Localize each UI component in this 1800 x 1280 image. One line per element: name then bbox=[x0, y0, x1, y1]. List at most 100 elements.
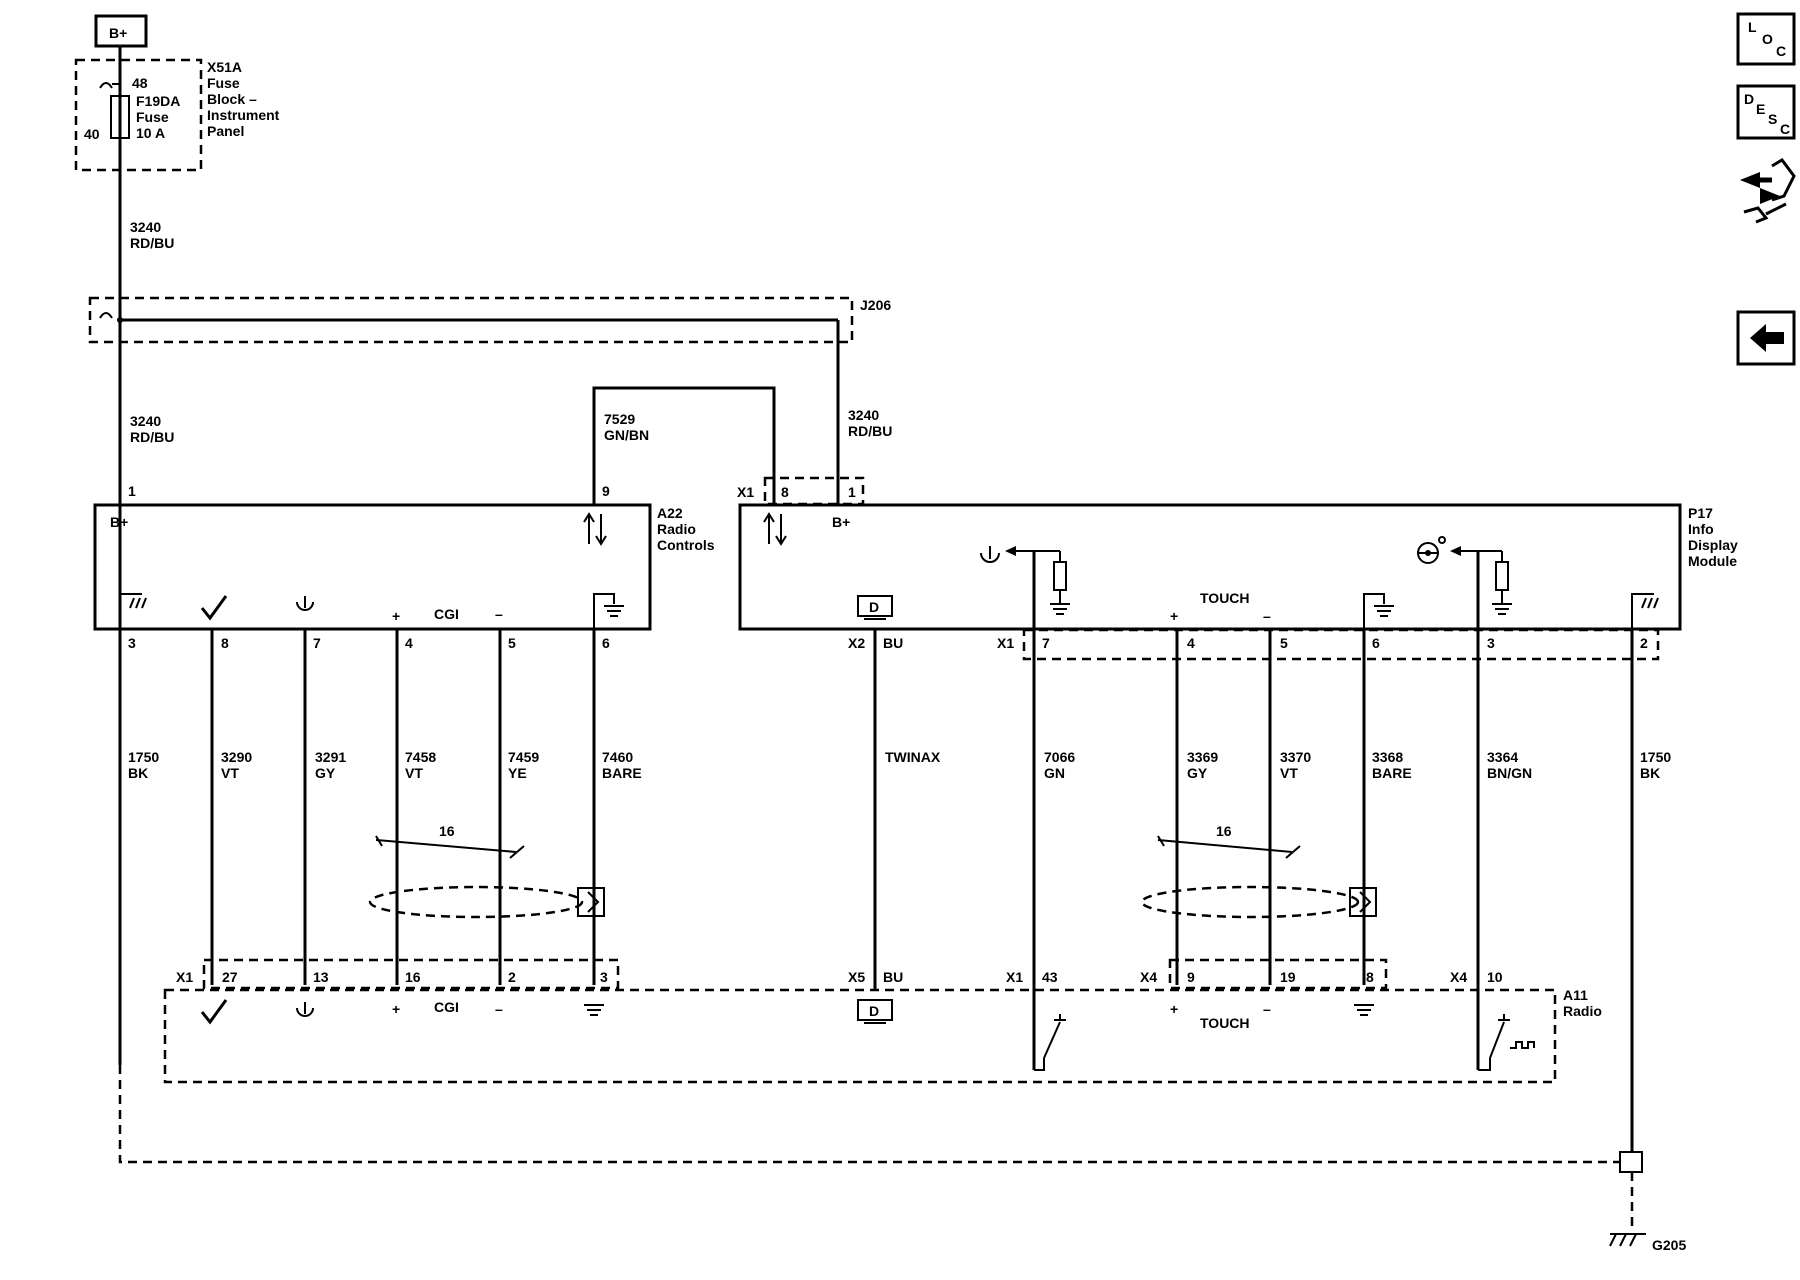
a11-pin-3: 3 bbox=[600, 969, 608, 985]
module-a11: X1 27 13 16 2 3 X5 BU X1 43 X4 9 19 8 X4… bbox=[163, 958, 1602, 1084]
a11-pin-9: 9 bbox=[1187, 969, 1195, 985]
p17-ground-icon-2 bbox=[1492, 603, 1512, 615]
wire-top-3-circuit: 7529 bbox=[604, 411, 635, 427]
p17-pin-7: 7 bbox=[1042, 635, 1050, 651]
p17-connector-x1: X1 bbox=[997, 635, 1014, 651]
power-label: B+ bbox=[109, 25, 127, 41]
a22-pin-bplus: 1 bbox=[128, 483, 136, 499]
fuse-word: Fuse bbox=[136, 109, 169, 125]
twist-right-label: 16 bbox=[1216, 823, 1232, 839]
a11-pin-13: 13 bbox=[313, 969, 329, 985]
a22-chassis-ground-icon bbox=[119, 593, 147, 629]
ground-circuit: G205 bbox=[118, 1065, 1686, 1253]
back-arrow-icon bbox=[1750, 324, 1784, 352]
p17-pin-3: 3 bbox=[1487, 635, 1495, 651]
loc-button[interactable]: L O C bbox=[1736, 12, 1796, 66]
a11-switch-icon-2 bbox=[1478, 1014, 1535, 1071]
a11-pin-2: 2 bbox=[508, 969, 516, 985]
wire-1-circuit: 1750 bbox=[128, 749, 159, 765]
fuse-block-name-1: Fuse bbox=[207, 75, 240, 91]
a22-pin-7: 7 bbox=[313, 635, 321, 651]
a11-display-icon: D bbox=[857, 999, 893, 1024]
a22-bplus-label: B+ bbox=[110, 514, 128, 530]
a22-power-icon bbox=[296, 596, 314, 611]
a22-ref: A22 bbox=[657, 505, 683, 521]
fuse-rating: 10 A bbox=[136, 125, 165, 141]
fuse-pin-out: 40 bbox=[84, 126, 100, 142]
p17-pin-2: 2 bbox=[1640, 635, 1648, 651]
p17-plus-sign: + bbox=[1170, 608, 1178, 624]
wire-13-color: BK bbox=[1640, 765, 1660, 781]
loc-letter-c: C bbox=[1776, 43, 1786, 59]
a22-name-2: Controls bbox=[657, 537, 715, 553]
wire-2-color: VT bbox=[221, 765, 239, 781]
a11-x5: X5 bbox=[848, 969, 865, 985]
splice-j206: J206 bbox=[88, 296, 891, 505]
desc-letter-d: D bbox=[1744, 91, 1754, 107]
svg-text:D: D bbox=[869, 1003, 879, 1019]
twisted-pair-right: 16 bbox=[1140, 823, 1377, 919]
wire-9-color: GY bbox=[1187, 765, 1208, 781]
fuse-block-x51a: 48 40 F19DA Fuse 10 A X51A Fuse Block – … bbox=[74, 46, 280, 1065]
a22-cgi-label: CGI bbox=[434, 606, 459, 622]
p17-minus-sign: – bbox=[1263, 608, 1271, 624]
p17-shield-ground-icon bbox=[1363, 593, 1394, 629]
p17-chassis-ground-icon bbox=[1631, 593, 1659, 629]
data-link-wire bbox=[592, 386, 776, 505]
loc-letter-l: L bbox=[1748, 19, 1757, 35]
wire-6-color: BARE bbox=[602, 765, 642, 781]
a11-x5-color: BU bbox=[883, 969, 903, 985]
wire-11-color: BARE bbox=[1372, 765, 1412, 781]
fuse-block-ref: X51A bbox=[207, 59, 242, 75]
p17-pin-bplus: 1 bbox=[848, 484, 856, 500]
a11-pin-8: 8 bbox=[1366, 969, 1374, 985]
a22-pin-data: 9 bbox=[602, 483, 610, 499]
wire-13-circuit: 1750 bbox=[1640, 749, 1671, 765]
wire-top-2-circuit: 3240 bbox=[130, 413, 161, 429]
a22-plus-sign: + bbox=[392, 608, 400, 624]
a22-minus-sign: – bbox=[495, 606, 503, 622]
module-a22: 1 9 B+ A22 Radio Controls + CGI – bbox=[93, 483, 715, 631]
p17-pin-4: 4 bbox=[1187, 635, 1195, 651]
back-button[interactable] bbox=[1736, 310, 1796, 366]
fuse-block-name-2: Block – bbox=[207, 91, 257, 107]
a11-pin-43: 43 bbox=[1042, 969, 1058, 985]
splice-ref: J206 bbox=[860, 297, 891, 313]
connector-view-icon[interactable] bbox=[1740, 158, 1796, 224]
a22-pin-3: 3 bbox=[128, 635, 136, 651]
wire-bundle bbox=[210, 551, 1634, 1152]
wire-5-circuit: 7459 bbox=[508, 749, 539, 765]
p17-pin-data: 8 bbox=[781, 484, 789, 500]
a11-x1-left: X1 bbox=[176, 969, 193, 985]
a22-pin-4: 4 bbox=[405, 635, 413, 651]
wire-top-1-color: RD/BU bbox=[130, 235, 174, 251]
wire-8-circuit: 7066 bbox=[1044, 749, 1075, 765]
fuse-block-name-4: Panel bbox=[207, 123, 244, 139]
wire-9-circuit: 3369 bbox=[1187, 749, 1218, 765]
desc-letter-s: S bbox=[1768, 111, 1777, 127]
wire-top-3-color: GN/BN bbox=[604, 427, 649, 443]
wire-top-1-circuit: 3240 bbox=[130, 219, 161, 235]
wire-top-4-color: RD/BU bbox=[848, 423, 892, 439]
a11-minus-sign: – bbox=[495, 1001, 503, 1017]
p17-name-3: Module bbox=[1688, 553, 1737, 569]
a11-touch-label: TOUCH bbox=[1200, 1015, 1250, 1031]
a22-data-arrows-icon bbox=[583, 512, 607, 546]
a11-ground-icon-2 bbox=[1354, 1004, 1374, 1016]
wire-5-color: YE bbox=[508, 765, 527, 781]
p17-display-icon: D bbox=[857, 595, 893, 620]
a22-pin-6: 6 bbox=[602, 635, 610, 651]
a11-checkmark-icon bbox=[200, 999, 228, 1025]
a22-shield-ground-icon bbox=[593, 593, 624, 629]
desc-button[interactable]: D E S C bbox=[1736, 84, 1796, 140]
a11-switch-icon-1 bbox=[1034, 1014, 1066, 1071]
a22-pin-5: 5 bbox=[508, 635, 516, 651]
p17-name-1: Info bbox=[1688, 521, 1714, 537]
desc-letter-c: C bbox=[1780, 121, 1790, 137]
a11-cgi-label: CGI bbox=[434, 999, 459, 1015]
wire-12-color: BN/GN bbox=[1487, 765, 1532, 781]
fuse-pin-in: 48 bbox=[132, 75, 148, 91]
a11-x1-mid: X1 bbox=[1006, 969, 1023, 985]
wire-1-color: BK bbox=[128, 765, 148, 781]
p17-power-icon bbox=[980, 546, 1000, 563]
